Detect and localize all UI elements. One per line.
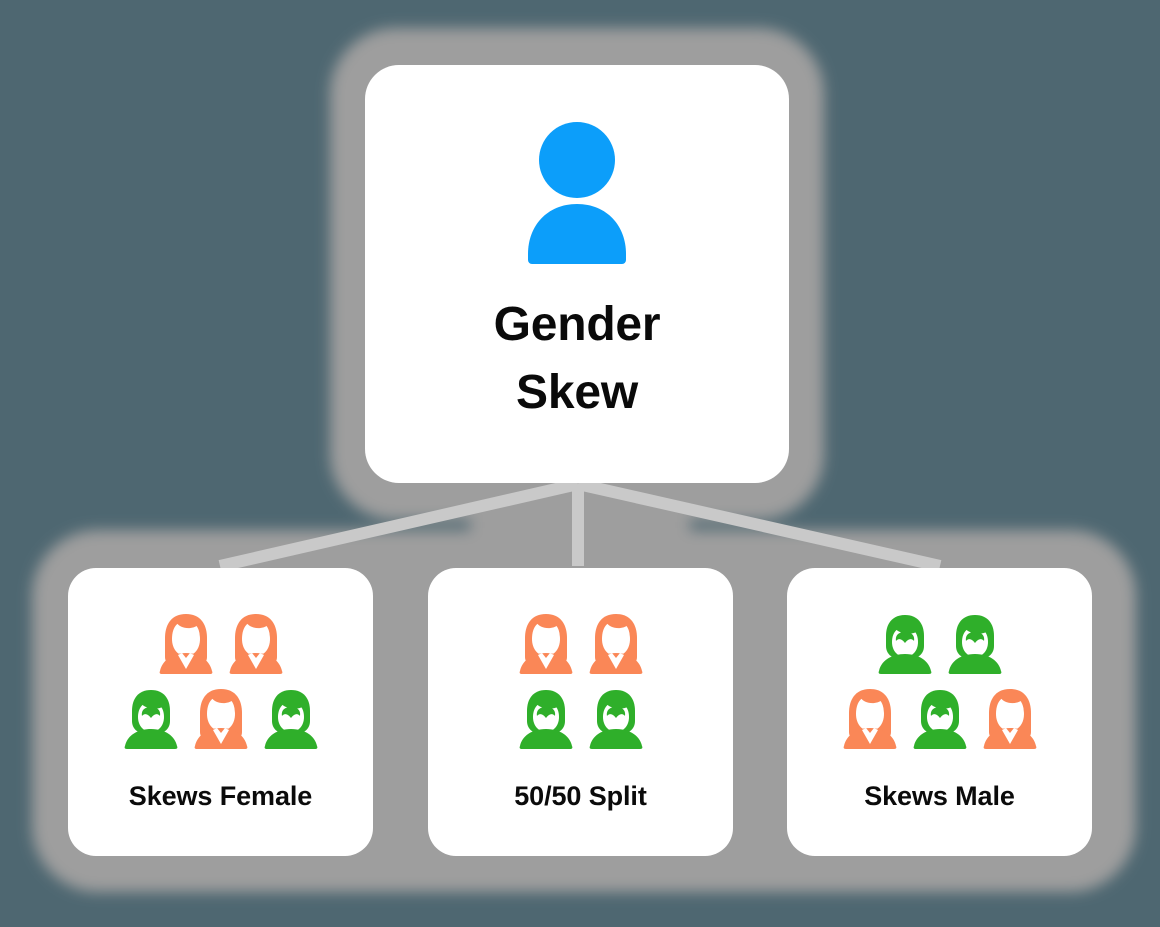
people-group-skews-female xyxy=(123,613,319,755)
male-person-icon xyxy=(947,613,1003,680)
root-title-line-1: Gender xyxy=(493,298,661,352)
female-person-icon xyxy=(842,688,898,755)
female-person-icon xyxy=(228,613,284,680)
male-person-icon xyxy=(263,688,319,755)
male-person-icon xyxy=(912,688,968,755)
people-group-fifty-fifty xyxy=(518,613,644,755)
people-row xyxy=(518,613,644,680)
node-skews-female[interactable]: Skews Female xyxy=(68,568,373,856)
page-title: Gender Skew xyxy=(494,291,661,425)
male-person-icon xyxy=(123,688,179,755)
female-person-icon xyxy=(588,613,644,680)
people-group-skews-male xyxy=(842,613,1038,755)
node-label-skews-female: Skews Female xyxy=(128,780,313,811)
node-label-fifty-fifty: 50/50 Split xyxy=(514,780,647,811)
root-title-line-2: Skew xyxy=(516,365,638,419)
female-person-icon xyxy=(193,688,249,755)
people-row xyxy=(123,688,319,755)
people-row xyxy=(518,688,644,755)
node-skews-male[interactable]: Skews Male xyxy=(787,568,1092,856)
female-person-icon xyxy=(158,613,214,680)
people-row xyxy=(158,613,284,680)
female-person-icon xyxy=(982,688,1038,755)
people-row xyxy=(842,688,1038,755)
female-person-icon xyxy=(518,613,574,680)
connector-root-to-skews-male xyxy=(576,478,942,572)
male-person-icon xyxy=(877,613,933,680)
node-label-skews-male: Skews Male xyxy=(864,780,1015,811)
person-icon xyxy=(525,122,629,269)
node-gender-skew[interactable]: Gender Skew xyxy=(365,65,789,483)
connector-root-to-skews-female xyxy=(218,478,580,572)
male-person-icon xyxy=(588,688,644,755)
male-person-icon xyxy=(518,688,574,755)
people-row xyxy=(877,613,1003,680)
node-fifty-fifty[interactable]: 50/50 Split xyxy=(428,568,733,856)
